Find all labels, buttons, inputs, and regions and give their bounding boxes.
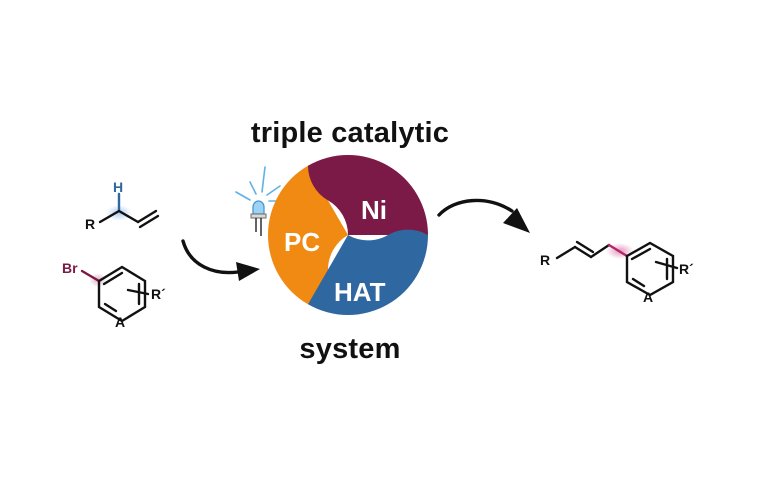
product-molecule [555, 240, 679, 297]
arrow-in [181, 239, 260, 281]
ni-label: Ni [361, 195, 387, 225]
h-label: H [113, 179, 123, 195]
r-prime-label-reactant: R´ [151, 286, 166, 302]
aryl-bromide [80, 265, 150, 323]
title-triple-catalytic: triple catalytic [250, 117, 450, 149]
hat-label: HAT [334, 277, 386, 307]
ring-atom-a-product: A [643, 289, 653, 305]
ni-segment [308, 155, 428, 236]
br-label: Br [62, 260, 78, 276]
pc-label: PC [284, 227, 320, 257]
pc-segment [268, 165, 348, 305]
r-label-product: R [540, 252, 550, 268]
arrow-out [437, 198, 530, 233]
c-br-bond [80, 269, 101, 283]
hat-segment [308, 229, 428, 315]
ch-highlight [106, 205, 132, 221]
catalyst-wheel: PC Ni HAT [268, 155, 428, 315]
r-prime-label-product: R´ [679, 261, 694, 277]
r-label-substrate: R [85, 216, 95, 232]
title-system: system [299, 333, 401, 365]
ring-atom-a-reactant: A [115, 314, 125, 330]
allyl-substrate [98, 192, 160, 229]
